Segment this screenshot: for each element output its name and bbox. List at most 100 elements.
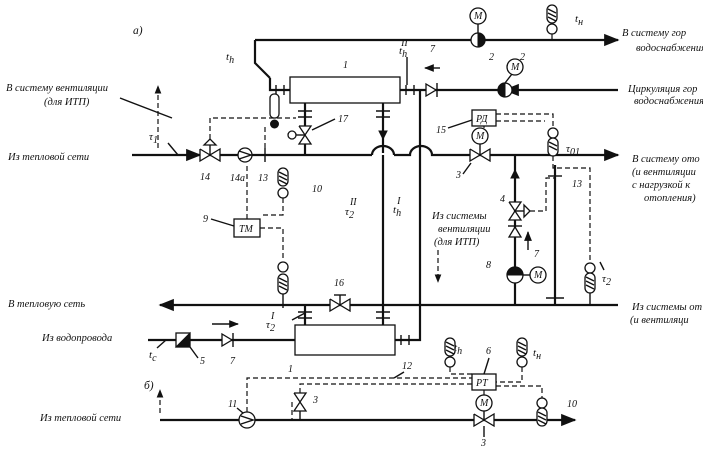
pd-label: РД — [475, 114, 488, 125]
pump-2-circ — [497, 58, 524, 98]
num-7-top: 7 — [430, 44, 436, 55]
to-heating-label: В систему ото — [632, 154, 700, 165]
num-2-circ: 2 — [520, 52, 525, 63]
leader-17 — [311, 118, 336, 131]
check-valve-7-top — [425, 82, 438, 98]
tau2-sensor-right — [584, 262, 596, 305]
motor-label-2b: М — [510, 62, 520, 73]
num-2-top: 2 — [489, 52, 494, 63]
num-7-mid: 7 — [534, 249, 540, 260]
thermometer-top — [269, 93, 280, 129]
check-valve-7-mid — [507, 225, 523, 238]
num-14a: 14а — [230, 173, 245, 184]
valve-3-bottom — [473, 394, 495, 428]
leader-12 — [393, 371, 405, 379]
ventilation-leader — [119, 97, 173, 119]
num-17: 17 — [338, 114, 349, 125]
main-supply-line — [132, 144, 620, 162]
from-heat-network-a-label: Из тепловой сети — [7, 152, 89, 163]
pump-2-top — [469, 7, 487, 48]
filter-5-left — [174, 331, 191, 348]
num-4: 4 — [500, 194, 505, 205]
num-3-bottom: 3 — [480, 438, 486, 449]
tau01-label: τ01 — [566, 143, 580, 158]
valve-4-link — [530, 177, 555, 212]
tau2-i-leader — [291, 312, 306, 321]
from-ventilation-label: Из системы — [431, 211, 487, 222]
leader-15 — [447, 119, 473, 129]
to-city-water-label: В систему гор — [622, 28, 686, 39]
with-load-label: с нагрузкой к — [632, 180, 690, 191]
leader-3-top — [462, 162, 472, 175]
pd-link-1 — [496, 113, 554, 128]
leader-5 — [189, 346, 199, 359]
num-16: 16 — [334, 278, 344, 289]
to-ventilation-label: В систему вентиляции — [6, 83, 108, 94]
from-ventilation-label-2: вентиляции — [438, 224, 490, 235]
valve-17 — [287, 125, 313, 145]
tau1-label: τ1 — [149, 131, 158, 146]
valve-4 — [507, 201, 531, 221]
pump-8 — [506, 266, 547, 284]
sensor-10-link — [261, 198, 284, 216]
num-12: 12 — [402, 361, 412, 372]
city-water-supply-line — [253, 33, 620, 79]
tau2-link — [552, 156, 591, 263]
for-itp-label: (для ИТП) — [44, 97, 90, 108]
and-ventilation-label: (и вентиляции — [632, 167, 696, 178]
tc-leader — [156, 339, 167, 349]
leader-11 — [236, 407, 244, 414]
hx1-bottom-connections — [298, 305, 422, 345]
valve-3-small — [291, 392, 308, 420]
valve-14 — [199, 138, 221, 163]
tn-bottom-link — [496, 367, 523, 383]
control-loop-12 — [246, 377, 472, 412]
from-water-main-label: Из водопровода — [41, 333, 112, 344]
num-3-top: 3 — [455, 170, 461, 181]
tau2-ii-label: τ2II — [345, 197, 357, 221]
from-heat-network-b-label: Из тепловой сети — [39, 413, 121, 424]
num-13-left: 13 — [258, 173, 268, 184]
num-14: 14 — [200, 172, 210, 183]
num-10-right: 10 — [567, 399, 577, 410]
circulation-label: Циркуляция гор — [627, 84, 697, 95]
city-water-supply-label: водоснабжения — [636, 43, 703, 54]
tn-sensor-bottom — [516, 337, 528, 368]
from-heating-system-label-2: (и вентиляци — [630, 315, 689, 326]
heat-exchanger-1-bottom — [294, 324, 396, 356]
valve-3-top — [469, 127, 491, 163]
th-bottom-link — [449, 367, 472, 375]
th-i-label: thI — [393, 196, 401, 219]
control-loop-14 — [209, 117, 296, 139]
from-heating-system-label: Из системы от — [631, 302, 703, 313]
th-sensor-bottom — [444, 337, 456, 368]
motor-label-3: М — [475, 131, 485, 142]
sensor-10-left — [277, 167, 289, 199]
num-5-left: 5 — [200, 356, 205, 367]
part-b-label: б) — [144, 380, 154, 392]
leader-9 — [210, 218, 235, 227]
th2-sensor-label: thII — [399, 38, 408, 60]
num-1-bottom: 1 — [288, 364, 293, 375]
regulator-11 — [238, 411, 256, 429]
tau2-right-label: τ2 — [602, 273, 611, 288]
motor-label-8: М — [533, 270, 543, 281]
th-bottom-label: th — [454, 342, 462, 357]
circulation-label-2: водоснабжения — [634, 96, 703, 107]
sensor-10-right — [536, 397, 548, 427]
num-13-right: 13 — [572, 179, 582, 190]
from-ventilation-label-3: (для ИТП) — [434, 237, 480, 248]
control-loop-12b — [299, 383, 472, 393]
part-a-label: а) — [133, 25, 143, 37]
num-1-top: 1 — [343, 60, 348, 71]
motor-label-2: М — [473, 11, 483, 22]
num-11: 11 — [228, 399, 237, 410]
pt-label: РТ — [475, 378, 489, 389]
sensor-10b-link — [496, 385, 543, 398]
num-10-left: 10 — [312, 184, 322, 195]
sensor-lower-left — [277, 261, 289, 308]
regulator-14a — [237, 147, 254, 163]
tm-label: ТМ — [239, 224, 254, 235]
tau2-leader — [599, 261, 605, 271]
